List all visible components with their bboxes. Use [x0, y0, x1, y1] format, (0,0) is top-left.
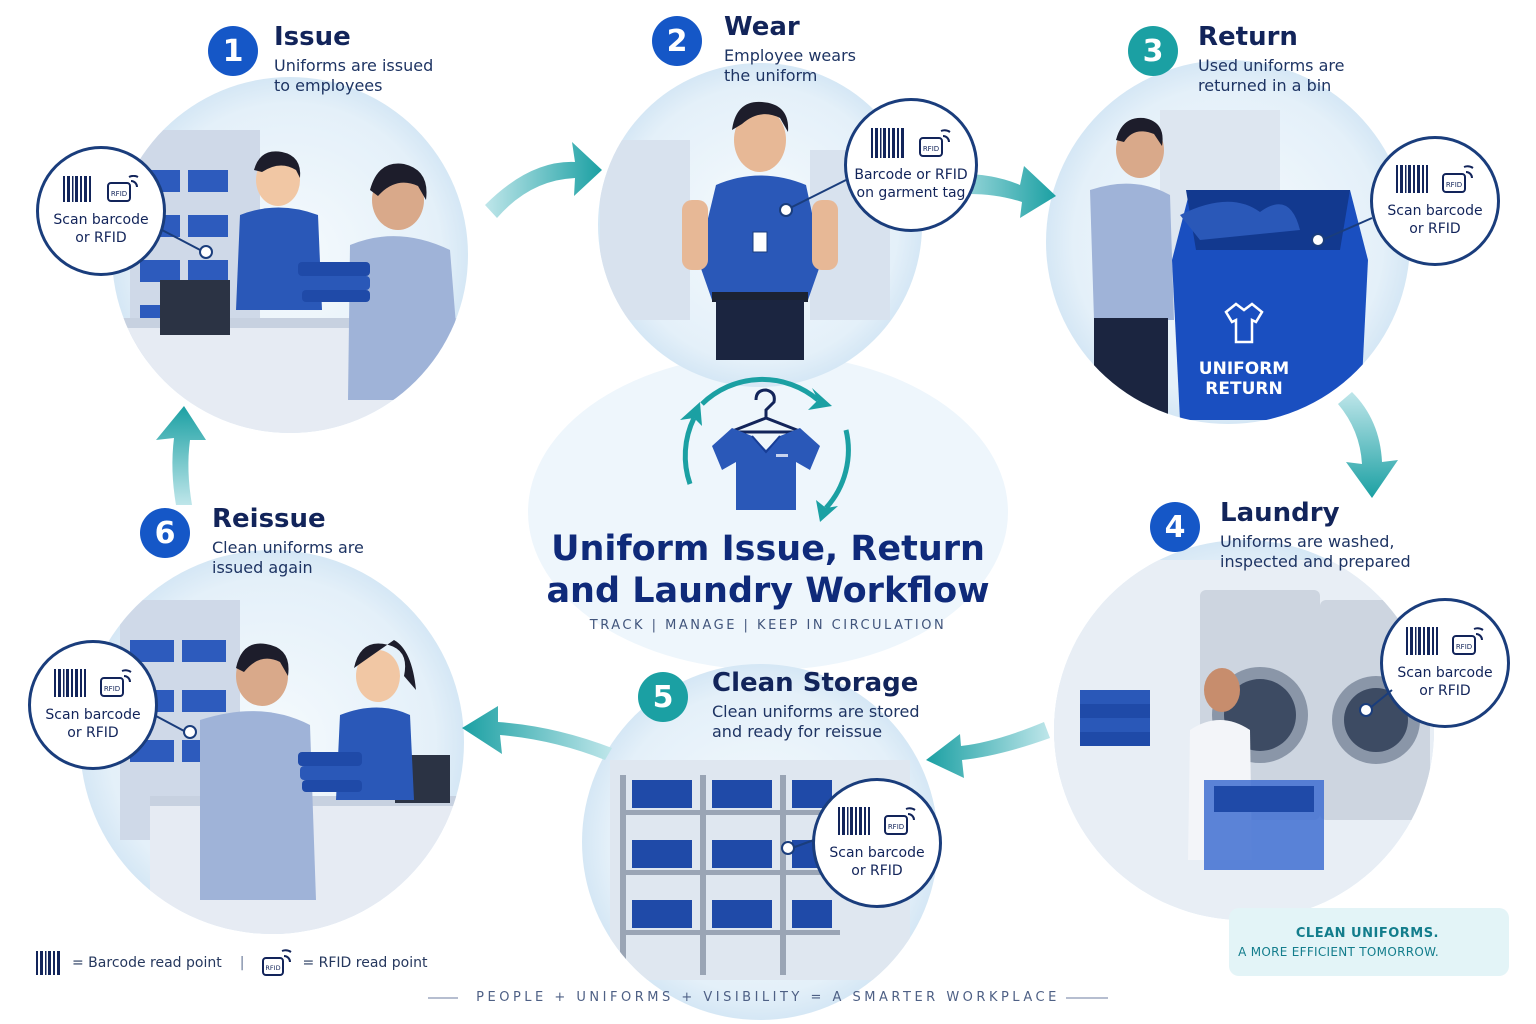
promo-line2: A MORE EFFICIENT TOMORROW.: [1238, 945, 1439, 959]
barcode-icon: [1396, 165, 1428, 193]
svg-text:RFID: RFID: [111, 190, 127, 198]
legend: = Barcode read point | RFID = RFID read …: [36, 948, 427, 978]
step-number-badge: 2: [652, 16, 702, 66]
legend-barcode-label: = Barcode read point: [72, 955, 222, 971]
barcode-icon: [54, 669, 86, 697]
arrow-issue-to-wear: [485, 142, 602, 218]
center-panel: [528, 354, 1008, 670]
shirt-icon: [1224, 302, 1264, 344]
rfid-icon: RFID: [262, 949, 292, 976]
step-title: Clean Storage: [712, 668, 919, 698]
legend-rfid-label: = RFID read point: [302, 955, 428, 971]
step-title: Wear: [724, 12, 800, 42]
rfid-icon: RFID: [100, 669, 132, 697]
promo-line1: CLEAN UNIFORMS.: [1295, 926, 1439, 941]
rfid-icon: RFID: [1442, 165, 1474, 193]
barcode-icon: [1406, 627, 1438, 655]
step-title: Issue: [274, 22, 351, 52]
svg-text:RFID: RFID: [1446, 181, 1462, 189]
bin-label-line1: UNIFORM: [1199, 359, 1289, 379]
promo-banner: CLEAN UNIFORMS. A MORE EFFICIENT TOMORRO…: [1229, 908, 1509, 976]
page-title: Uniform Issue, Return and Laundry Workfl…: [546, 529, 990, 611]
footer-slogan: PEOPLE + UNIFORMS + VISIBILITY = A SMART…: [476, 990, 1060, 1005]
step-number-badge: 4: [1150, 502, 1200, 552]
barcode-icon: [36, 951, 60, 975]
svg-text:RFID: RFID: [923, 145, 939, 153]
step-description: Uniforms are washed,inspected and prepar…: [1220, 532, 1411, 571]
step-number-badge: 6: [140, 508, 190, 558]
legend-separator: |: [239, 955, 245, 971]
step-title: Reissue: [212, 504, 326, 534]
step-number-badge: 3: [1128, 26, 1178, 76]
arrow-storage-to-reissue: [462, 706, 612, 760]
step-number-badge: 1: [208, 26, 258, 76]
rfid-icon: RFID: [919, 129, 951, 157]
rfid-icon: RFID: [1452, 627, 1484, 655]
step-title: Return: [1198, 22, 1298, 52]
arrow-reissue-to-issue: [156, 406, 206, 505]
hanger-shirt-cycle-icon: [680, 376, 851, 522]
step-title: Laundry: [1220, 498, 1340, 528]
svg-text:RFID: RFID: [888, 823, 904, 831]
arrow-laundry-to-storage: [926, 722, 1050, 778]
step-number-badge: 5: [638, 672, 688, 722]
rfid-icon: RFID: [884, 807, 916, 835]
arrow-return-to-laundry: [1338, 392, 1398, 498]
svg-text:RFID: RFID: [266, 964, 281, 972]
center-tagline: TRACK | MANAGE | KEEP IN CIRCULATION: [589, 618, 947, 633]
rfid-icon: RFID: [107, 175, 139, 202]
barcode-icon: [871, 128, 904, 158]
svg-text:RFID: RFID: [104, 685, 120, 693]
svg-text:RFID: RFID: [1456, 643, 1472, 651]
barcode-icon: [63, 176, 91, 202]
barcode-icon: [838, 807, 870, 835]
bin-label-line2: RETURN: [1205, 379, 1282, 399]
